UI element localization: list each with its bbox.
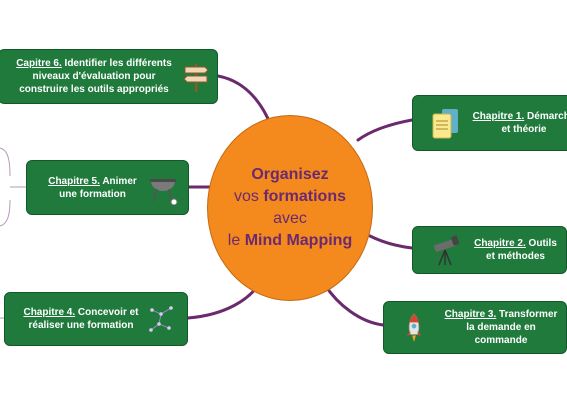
connector-ch3 xyxy=(323,283,385,327)
node-chapitre-5-label: Animer une formation xyxy=(59,175,137,200)
node-chapitre-3-label: Transformer la demande en commande xyxy=(466,309,558,346)
grill-icon xyxy=(150,178,178,205)
telescope-icon xyxy=(434,235,460,266)
node-chapitre-4-text: Chapitre 4. Concevoir et réaliser une fo… xyxy=(17,306,145,332)
center-line-4a: le xyxy=(227,232,245,249)
node-chapitre-4-label: Concevoir et réaliser une formation xyxy=(28,307,139,331)
node-chapitre-4[interactable]: Chapitre 4. Concevoir et réaliser une fo… xyxy=(4,292,188,346)
node-chapitre-6[interactable]: Capitre 6. Identifier les différents niv… xyxy=(0,49,218,104)
node-chapitre-4-cap: Chapitre 4. xyxy=(23,307,76,318)
center-line-3: avec xyxy=(273,210,307,227)
center-line-1: Organisez xyxy=(251,166,329,183)
center-line-4b: Mind Mapping xyxy=(244,232,353,249)
connector-offscreen-bottom xyxy=(0,199,11,227)
center-line-2a: vos xyxy=(233,188,264,205)
node-chapitre-3-text: Chapitre 3. Transformer la demande en co… xyxy=(428,308,562,347)
signpost-icon xyxy=(183,63,209,92)
node-chapitre-6-label: Identifier les différents niveaux d'éval… xyxy=(19,58,172,95)
connector-offscreen-top xyxy=(0,147,11,177)
connector-ch1 xyxy=(356,118,414,142)
documents-icon xyxy=(432,109,458,139)
node-chapitre-6-cap: Capitre 6. xyxy=(16,58,62,69)
node-chapitre-3-cap: Chapitre 3. xyxy=(444,309,497,320)
center-line-2b: formations xyxy=(263,188,346,205)
node-chapitre-6-text: Capitre 6. Identifier les différents niv… xyxy=(7,57,181,96)
node-chapitre-5-cap: Chapitre 5. xyxy=(48,175,100,187)
node-chapitre-2-cap: Chapitre 2. xyxy=(474,238,526,249)
node-chapitre-1-cap: Chapitre 1. xyxy=(472,111,525,122)
node-chapitre-3[interactable]: Chapitre 3. Transformer la demande en co… xyxy=(383,301,567,354)
constellation-icon xyxy=(149,306,173,332)
node-chapitre-2-text: Chapitre 2. Outils et méthodes xyxy=(463,237,562,263)
rocket-icon xyxy=(406,312,422,342)
node-chapitre-5-text: Chapitre 5. Animer une formation xyxy=(39,175,146,201)
node-chapitre-5[interactable]: Chapitre 5. Animer une formation xyxy=(26,160,189,215)
node-chapitre-2-label: Outils et méthodes xyxy=(486,238,557,262)
central-topic[interactable]: Organisez vos formations avec le Mind Ma… xyxy=(207,115,373,301)
node-chapitre-2[interactable]: Chapitre 2. Outils et méthodes xyxy=(412,226,567,274)
connector-ch2 xyxy=(368,234,414,250)
